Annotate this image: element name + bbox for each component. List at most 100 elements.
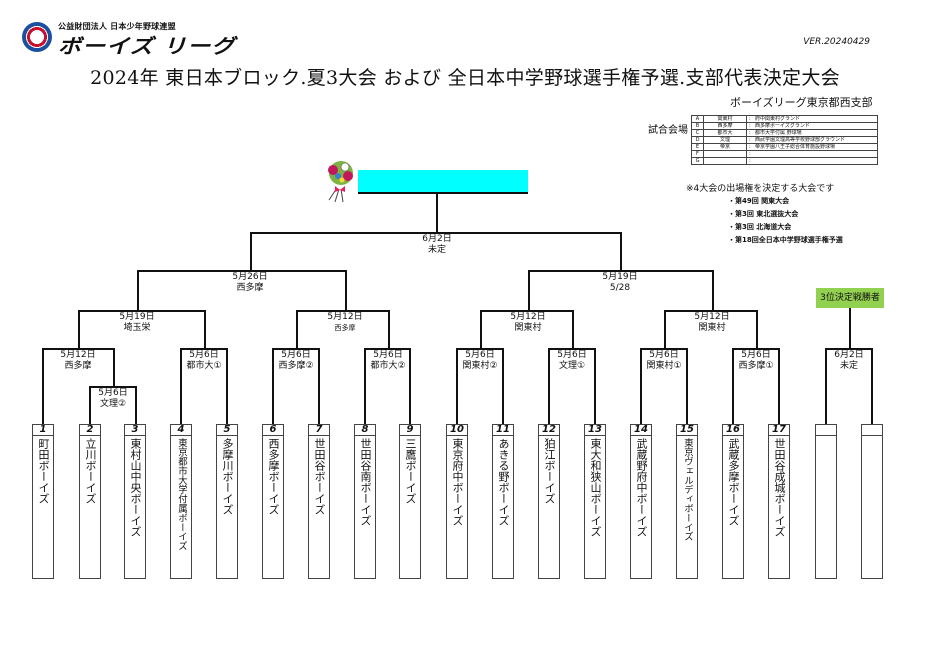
bracket-line xyxy=(572,310,574,349)
team-name: 西多摩ボーイズ xyxy=(267,438,280,515)
venue-separator: : xyxy=(746,157,753,165)
bracket-line xyxy=(664,310,666,349)
qualified-tournament: ・第3回 北海道大会 xyxy=(728,223,792,231)
team-number: 3 xyxy=(124,424,146,436)
venue-short-name: 関東村 xyxy=(703,115,747,123)
match-venue: 埼玉栄 xyxy=(123,323,151,333)
venue-full-name: 府中関東村グランド xyxy=(753,115,878,123)
match-date: 5月19日 xyxy=(119,312,155,322)
match-date: 5月12日 xyxy=(694,312,730,322)
team-slot: 14 武蔵野府中ボーイズ xyxy=(630,424,652,579)
match-qf2: 5月12日西多摩 xyxy=(327,312,362,334)
match-r1-g: 5月6日関東村① xyxy=(646,350,681,372)
bracket-line xyxy=(272,348,320,350)
bracket-line xyxy=(778,348,780,424)
match-r1-f: 5月6日文理① xyxy=(557,350,586,372)
bracket-line xyxy=(296,310,390,312)
match-venue: 文理② xyxy=(99,399,127,409)
match-date: 5月6日 xyxy=(741,350,771,360)
organizer: ボーイズリーグ東京都西支部 xyxy=(730,96,873,109)
bracket-line xyxy=(42,348,44,424)
venue-code: F xyxy=(691,150,704,158)
team-name: 東村山中央ボーイズ xyxy=(129,438,142,537)
match-date: 6月2日 xyxy=(834,350,864,360)
match-r1-b: 5月6日都市大① xyxy=(186,350,221,372)
bracket-line xyxy=(364,348,411,350)
bracket-line xyxy=(409,348,411,424)
match-date: 5月6日 xyxy=(281,350,311,360)
bracket-line xyxy=(640,348,688,350)
bracket-line xyxy=(732,348,780,350)
team-number: 12 xyxy=(538,424,560,436)
league-logo: 公益財団法人 日本少年野球連盟 ボーイズ リーグ xyxy=(22,20,234,58)
team-name-box: 東村山中央ボーイズ xyxy=(124,436,146,579)
bracket-line xyxy=(825,348,827,424)
team-number: 8 xyxy=(354,424,376,436)
match-r1-h: 5月6日西多摩① xyxy=(738,350,773,372)
match-venue: 未定 xyxy=(839,361,859,371)
match-r1-d: 5月6日都市大② xyxy=(370,350,405,372)
team-name: 東京ヴェルディボーイズ xyxy=(682,438,693,542)
bracket-line xyxy=(664,310,758,312)
venue-full-name xyxy=(753,157,878,165)
team-number: 4 xyxy=(170,424,192,436)
match-final: 6月2日未定 xyxy=(422,234,451,256)
logo-brand: ボーイズ リーグ xyxy=(58,34,236,58)
venue-code: A xyxy=(691,115,704,123)
bracket-line xyxy=(89,386,137,388)
bracket-line xyxy=(226,348,228,424)
team-name-box: 世田谷成城ボーイズ xyxy=(768,436,790,579)
match-venue: 未定 xyxy=(427,245,447,255)
bracket-line xyxy=(318,348,320,424)
bracket-line xyxy=(42,348,115,350)
match-r1-e: 5月6日関東村② xyxy=(462,350,497,372)
team-name: 世田谷成城ボーイズ xyxy=(773,438,786,537)
bracket-line xyxy=(436,192,438,233)
match-venue: 都市大② xyxy=(370,361,406,371)
team-name-box: 町田ボーイズ xyxy=(32,436,54,579)
team-name-box: 世田谷南ボーイズ xyxy=(354,436,376,579)
bracket-line xyxy=(180,348,228,350)
bracket-line xyxy=(456,348,458,424)
team-name-box: 西多摩ボーイズ xyxy=(262,436,284,579)
qualified-tournament: ・第49回 関東大会 xyxy=(728,197,790,205)
team-name: 世田谷ボーイズ xyxy=(313,438,326,515)
team-number: 15 xyxy=(676,424,698,436)
bracket-line xyxy=(548,348,550,424)
version-label: VER.20240429 xyxy=(803,37,870,47)
league-emblem-icon xyxy=(22,22,52,52)
bracket-line xyxy=(502,348,504,424)
match-venue: 西多摩① xyxy=(738,361,774,371)
match-venue: 5/28 xyxy=(609,283,631,293)
bracket-line xyxy=(686,348,688,424)
bracket-line xyxy=(180,348,182,424)
match-venue: 西多摩 xyxy=(64,361,92,371)
team-number: 16 xyxy=(722,424,744,436)
third-place-label: 3位決定戦勝者 xyxy=(816,288,884,308)
venue-full-name: 都市大学付属 野球場 xyxy=(753,129,878,137)
venue-code: B xyxy=(691,122,704,130)
team-number: 14 xyxy=(630,424,652,436)
bracket-line xyxy=(78,310,80,349)
match-date: 5月6日 xyxy=(465,350,495,360)
bracket-line xyxy=(732,348,734,424)
match-r0-a: 5月6日文理② xyxy=(98,388,127,410)
match-third-place: 6月2日未定 xyxy=(834,350,863,372)
qualified-tournament: ・第3回 東北選抜大会 xyxy=(728,210,799,218)
match-date: 5月6日 xyxy=(649,350,679,360)
champion-box xyxy=(358,170,528,194)
team-name-box: 三鷹ボーイズ xyxy=(399,436,421,579)
team-name: 武蔵野府中ボーイズ xyxy=(635,438,648,537)
team-number: 2 xyxy=(79,424,101,436)
team-name: 東京府中ボーイズ xyxy=(451,438,464,526)
bracket-line xyxy=(78,310,206,312)
logo-org-line: 公益財団法人 日本少年野球連盟 xyxy=(58,22,176,31)
